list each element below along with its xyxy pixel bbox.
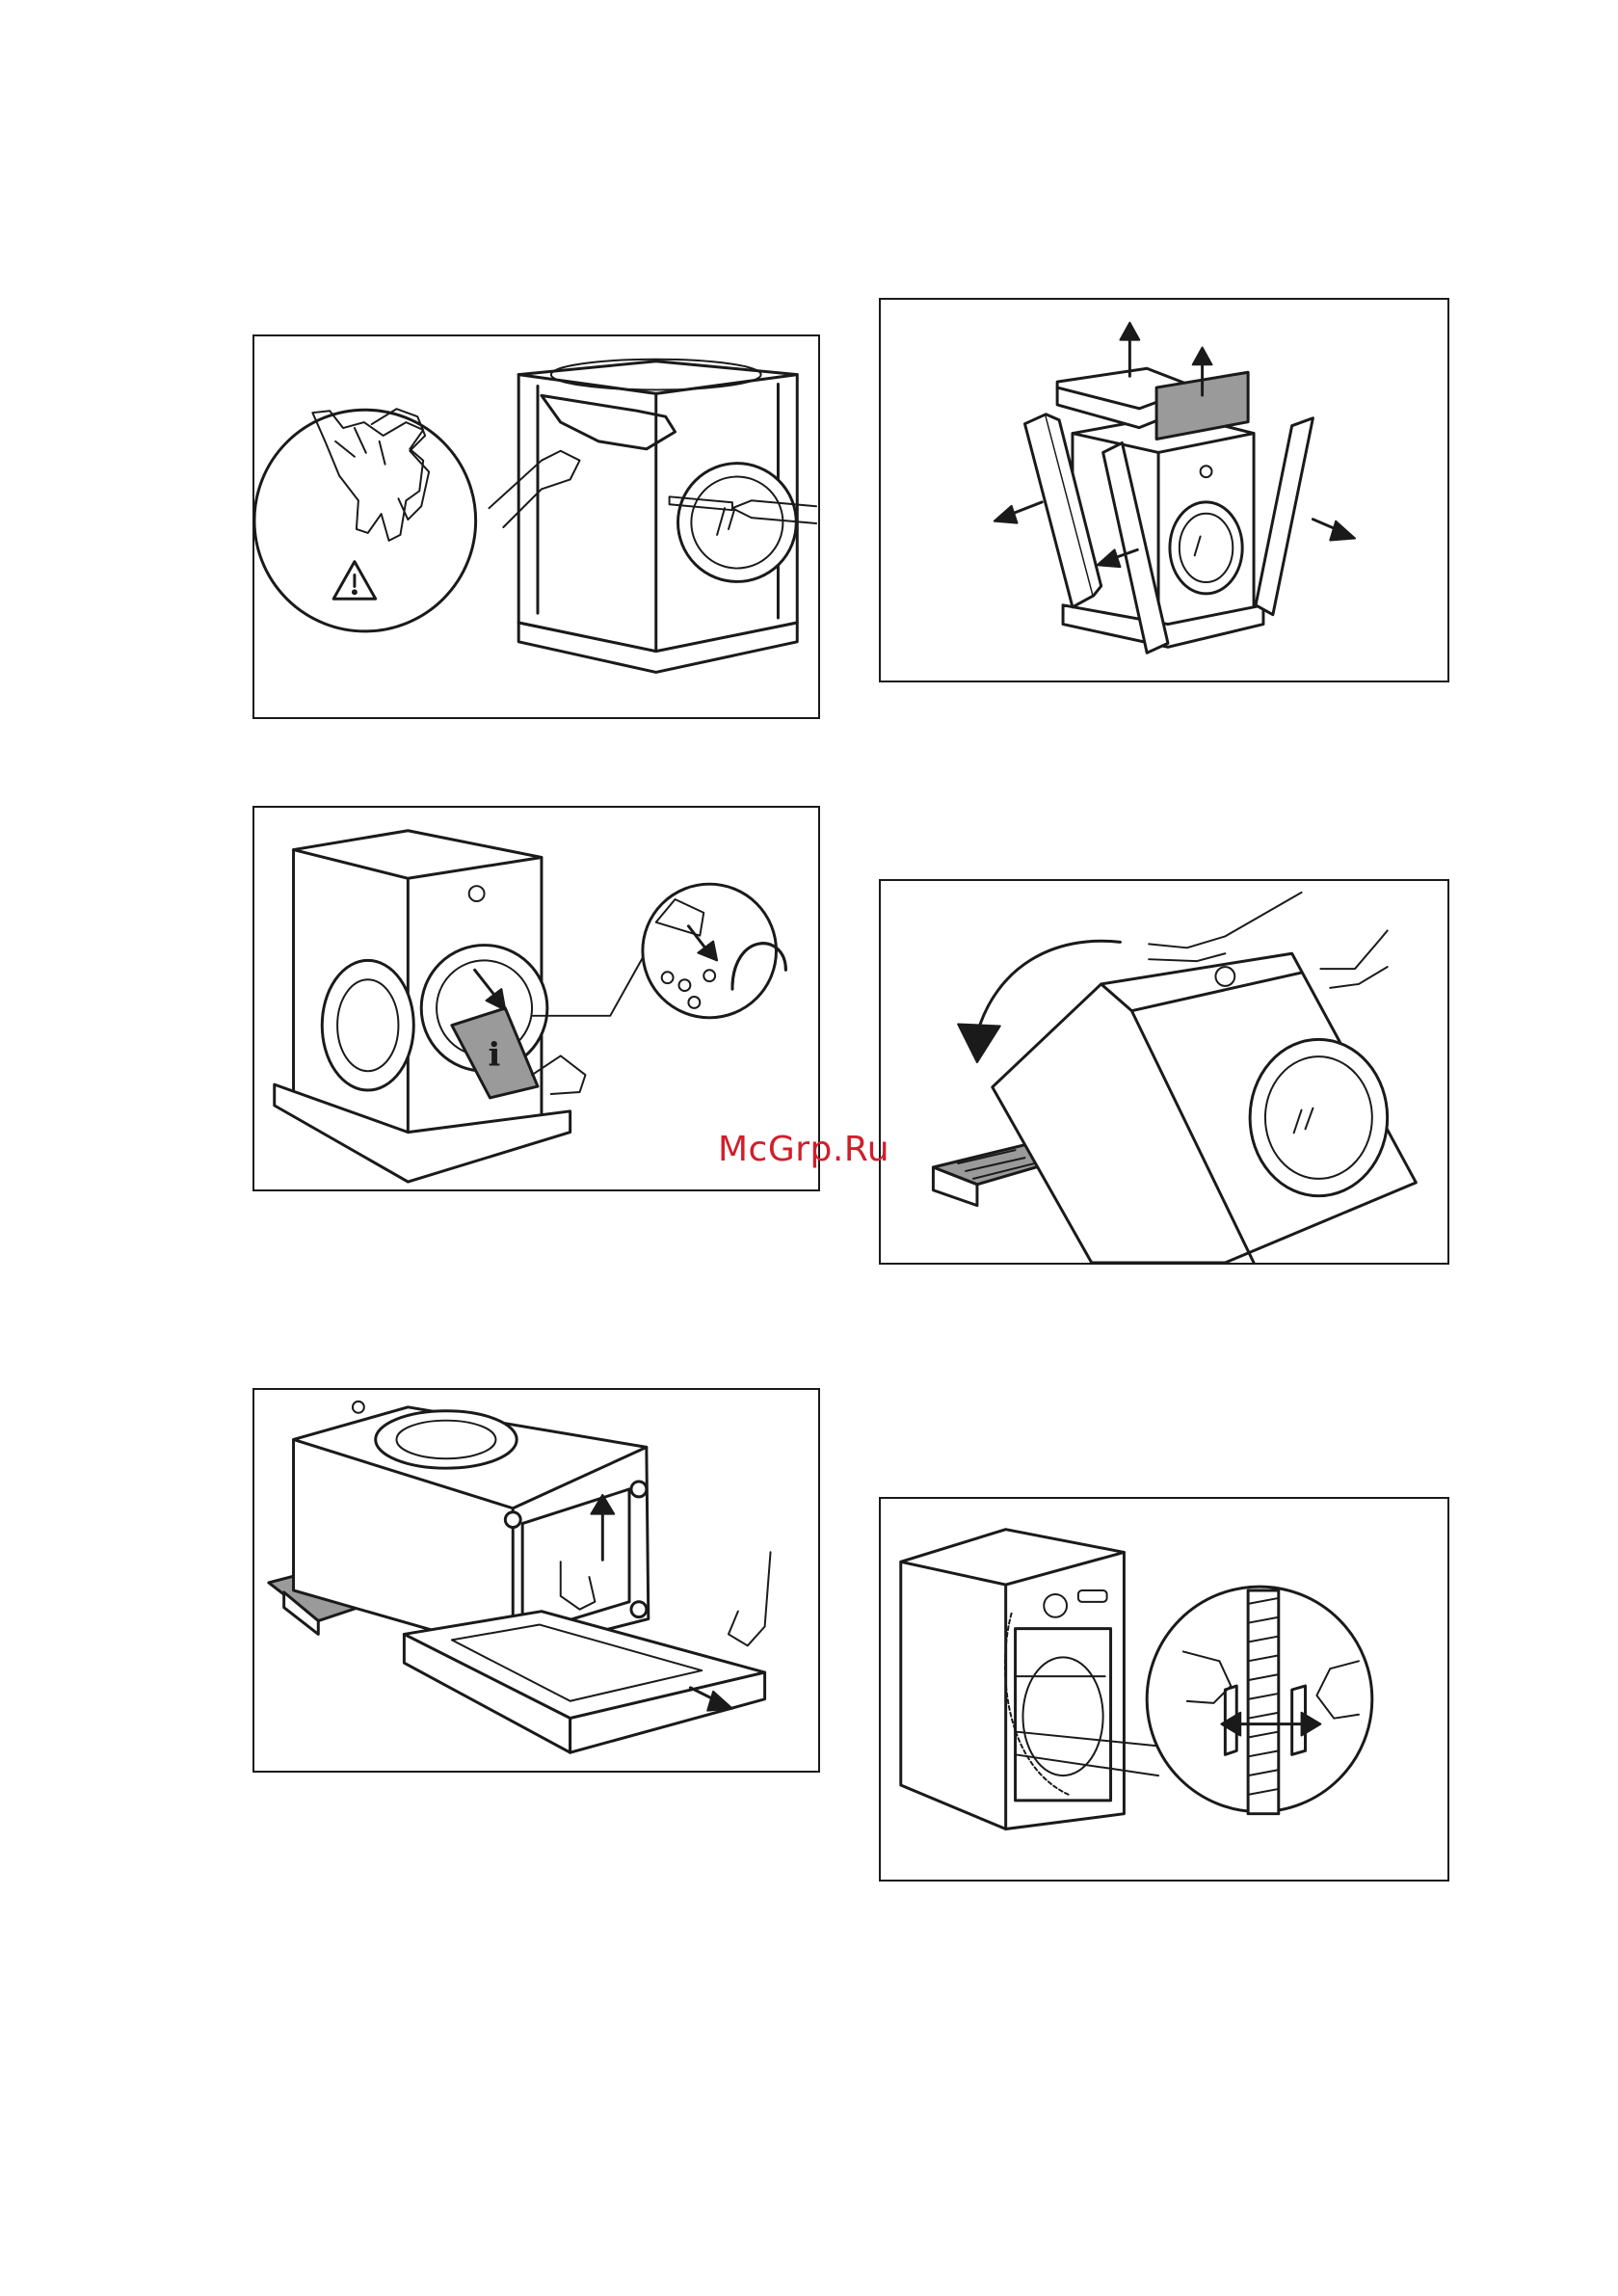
- figure-remove-hose-clip: [879, 1497, 1449, 1882]
- base-packaging-icon: [404, 1612, 764, 1753]
- figure-remove-packaging-parts: [879, 298, 1449, 682]
- washing-machine-icon: [1063, 414, 1263, 648]
- figure-unpack-remove-film: [252, 334, 820, 719]
- figure-remove-base-packaging: [252, 1388, 820, 1773]
- tilt-machine-illustration: [881, 881, 1447, 1263]
- figure-tilt-machine-back: [879, 879, 1449, 1265]
- unpack-illustration: [254, 336, 818, 717]
- remove-hose-clip-illustration: [881, 1499, 1447, 1880]
- remove-base-illustration: [254, 1390, 818, 1771]
- accessories-zoom-icon: [532, 884, 785, 1018]
- packed-washing-machine-icon: [518, 360, 797, 673]
- washing-machine-icon: [901, 1530, 1125, 1829]
- watermark: McGrp.Ru: [718, 1130, 889, 1169]
- washing-machine-icon: [993, 953, 1417, 1263]
- washing-machine-icon: [294, 1402, 649, 1657]
- svg-text:i: i: [489, 1034, 501, 1073]
- packaging-removal-illustration: [881, 300, 1447, 681]
- washing-machine-icon: [275, 831, 570, 1182]
